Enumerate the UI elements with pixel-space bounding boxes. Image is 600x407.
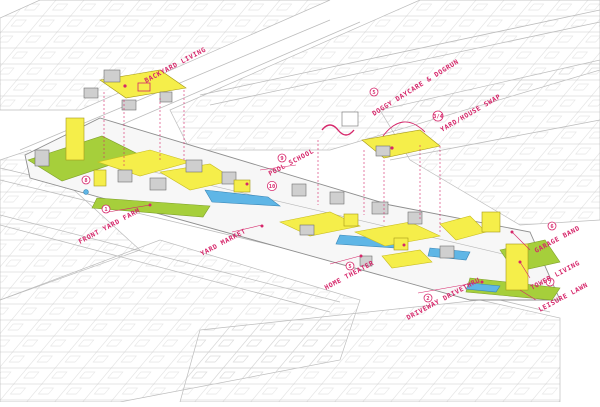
marker-2: 2 (423, 293, 433, 303)
label-pool-school: POOL SCHOOL (267, 147, 315, 178)
yard-swap-callout (321, 111, 441, 159)
marker-6: 6 (547, 221, 557, 231)
svg-text:5: 5 (348, 264, 351, 270)
svg-text:5: 5 (372, 90, 375, 96)
svg-text:7: 7 (548, 280, 551, 286)
marker-10: 10 (266, 180, 277, 191)
svg-text:1: 1 (104, 207, 107, 213)
svg-text:10: 10 (269, 184, 276, 190)
svg-text:6: 6 (550, 224, 553, 230)
number-markers: 8 1 10 9 5 3/4 5 2 6 7 (81, 87, 557, 303)
marker-3-4: 3/4 (432, 110, 444, 122)
svg-text:3/4: 3/4 (433, 114, 443, 120)
leader-lines (107, 164, 537, 301)
marker-9: 9 (277, 153, 287, 163)
pool-strip (204, 189, 281, 207)
marker-5-top: 5 (369, 87, 379, 97)
label-garage-band: GARAGE BAND (533, 224, 581, 255)
marker-3 (83, 189, 89, 195)
backyard-living-callout (83, 69, 187, 111)
yellow-areas (96, 149, 487, 269)
svg-text:9: 9 (280, 156, 283, 162)
feature-dots (148, 182, 522, 284)
tower-living-building (505, 243, 529, 291)
svg-text:2: 2 (426, 296, 429, 302)
marker-1: 1 (101, 204, 111, 214)
marker-7: 7 (545, 277, 555, 287)
block-buildings (34, 149, 455, 267)
front-yard-farm-strip (91, 197, 211, 218)
tower-building-left (65, 117, 85, 161)
marker-8: 8 (81, 175, 91, 185)
projection-lines (103, 90, 441, 232)
highlighted-buildings (65, 117, 529, 291)
marker-5: 5 (345, 261, 355, 271)
svg-text:8: 8 (84, 178, 87, 184)
